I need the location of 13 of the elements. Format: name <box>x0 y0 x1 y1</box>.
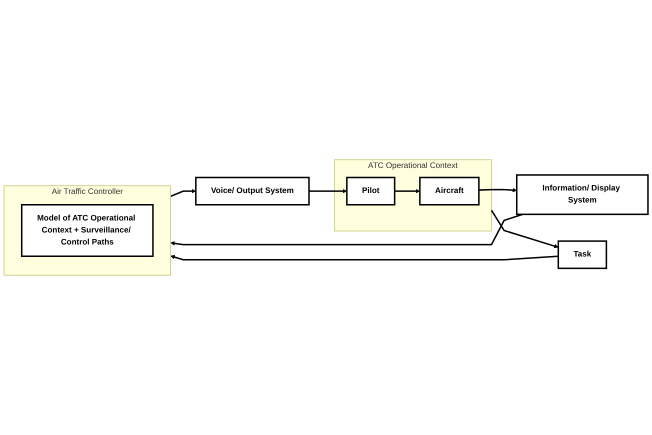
arrow <box>478 188 517 192</box>
node-box: Model of ATC Operational Context + Surveillance/ Control Paths <box>20 204 154 257</box>
arrow <box>309 188 348 194</box>
node-box: Information/ Display System <box>516 174 649 216</box>
arrow <box>170 254 558 261</box>
node-box: Pilot <box>346 176 396 206</box>
arrow <box>490 210 558 248</box>
arrow <box>170 188 196 198</box>
node-box: Task <box>558 240 608 270</box>
node-box: Aircraft <box>419 176 480 206</box>
node-box: Voice/ Output System <box>195 176 310 206</box>
arrow <box>394 188 420 194</box>
arrow <box>170 214 523 246</box>
